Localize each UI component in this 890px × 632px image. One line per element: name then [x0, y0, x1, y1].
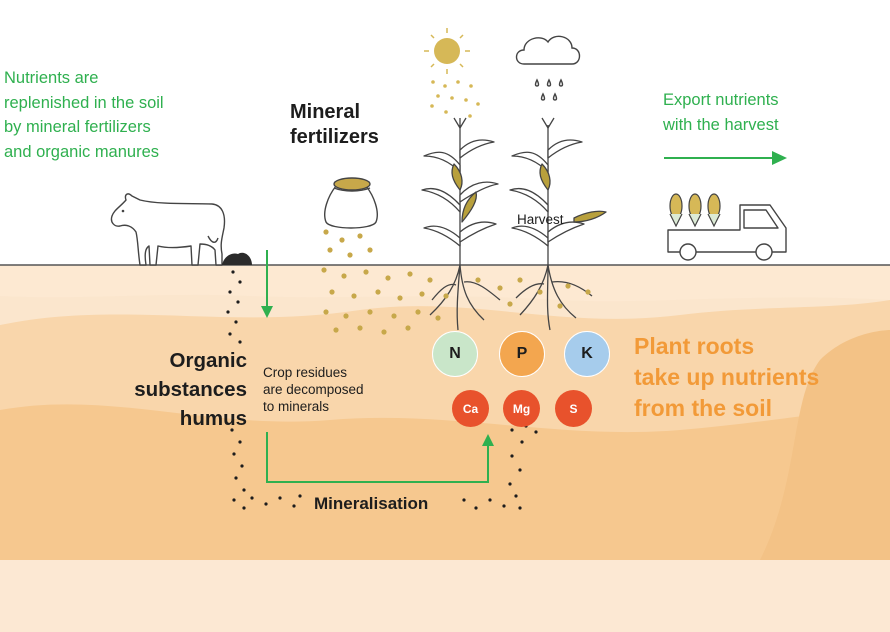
nutrient-s-badge: S	[555, 390, 592, 427]
sun-icon	[424, 28, 470, 74]
crop-residues-note: Crop residues are decomposed to minerals	[263, 364, 364, 415]
fertilizer-granules	[321, 229, 591, 335]
caption-line: from the soil	[634, 395, 773, 421]
caption-line: take up nutrients	[634, 364, 820, 390]
manure-icon	[222, 252, 252, 265]
heading-line: fertilizers	[290, 126, 379, 148]
corn-plant-icon	[509, 117, 607, 265]
arrow-icon	[664, 151, 787, 165]
plant-roots-caption: Plant roots take up nutrients from the s…	[634, 331, 819, 424]
organic-substances-heading: Organic substances humus	[134, 346, 247, 433]
arrow-icon	[266, 432, 494, 483]
arrow-icon	[261, 250, 273, 318]
export-caption: Export nutrients with the harvest	[663, 88, 779, 137]
corn-cob-icon	[669, 193, 721, 228]
note-line: Crop residues	[263, 365, 348, 380]
sunlight-dots	[430, 80, 480, 118]
mineral-fertilizers-heading: Mineral fertilizers	[290, 100, 379, 150]
replenish-line: and organic manures	[4, 142, 160, 161]
rain-cloud-icon	[515, 35, 581, 101]
export-line: with the harvest	[663, 115, 779, 134]
replenish-line: replenished in the soil	[4, 93, 164, 112]
replenish-line: Nutrients are	[4, 69, 99, 87]
nutrient-n-badge: N	[432, 331, 478, 377]
fertilizer-sack-icon	[324, 177, 378, 229]
heading-line: Mineral	[290, 101, 361, 123]
heading-line: substances	[134, 378, 247, 401]
nutrient-p-badge: P	[499, 331, 545, 377]
replenish-line: by mineral fertilizers	[4, 118, 151, 136]
caption-line: Plant roots	[634, 333, 755, 359]
truck-icon	[667, 204, 787, 261]
note-line: are decomposed	[263, 382, 364, 397]
nutrient-mg-badge: Mg	[503, 390, 540, 427]
note-line: to minerals	[263, 399, 330, 414]
soil-layers	[0, 265, 890, 632]
heading-line: Organic	[169, 349, 247, 372]
harvest-label: Harvest	[517, 212, 564, 227]
replenish-caption: Nutrients are replenished in the soil by…	[4, 66, 164, 164]
cow-icon	[110, 193, 226, 266]
nutrient-k-badge: K	[564, 331, 610, 377]
nutrient-ca-badge: Ca	[452, 390, 489, 427]
mineralisation-label: Mineralisation	[314, 494, 429, 513]
export-line: Export nutrients	[663, 91, 779, 109]
roots	[429, 264, 593, 331]
corn-plant-icon	[421, 117, 499, 265]
heading-line: humus	[179, 407, 247, 430]
